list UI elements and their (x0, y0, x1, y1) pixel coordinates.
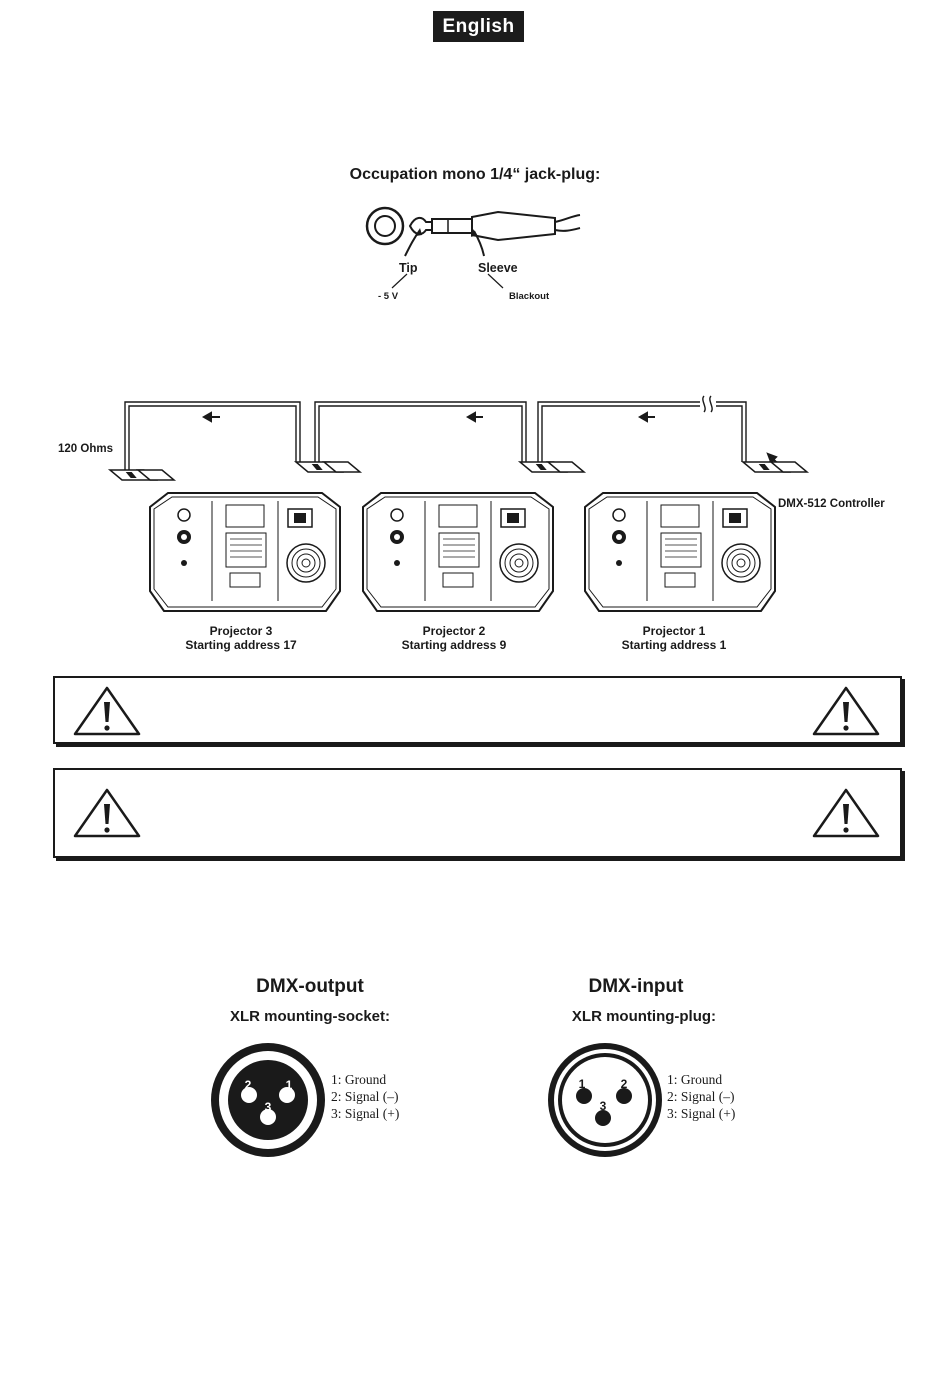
warning-box-1 (53, 676, 902, 744)
sleeve-label: Sleeve (478, 261, 518, 275)
svg-text:1: 1 (579, 1077, 586, 1091)
pin-description: 2: Signal (–) (331, 1089, 399, 1104)
svg-text:3: 3 (265, 1100, 272, 1114)
warning-triangle-icon (73, 686, 141, 736)
warning-box-2 (53, 768, 902, 858)
tip-value: - 5 V (378, 291, 399, 302)
projector-name: Projector 3 (209, 624, 273, 638)
jack-callout-lines (391, 273, 504, 289)
warning-triangle-icon (812, 788, 880, 838)
svg-text:3: 3 (600, 1099, 607, 1113)
controller-label: DMX-512 Controller (778, 498, 885, 510)
tip-label: Tip (399, 261, 418, 275)
projector-name: Projector 2 (422, 624, 486, 638)
projector-address: Starting address 1 (621, 638, 727, 652)
dmx-output-subtitle: XLR mounting-socket: (230, 1008, 390, 1025)
projector-address: Starting address 17 (185, 638, 297, 652)
pin-description: 3: Signal (+) (331, 1106, 400, 1121)
projector-name: Projector 1 (642, 624, 706, 638)
warning-triangle-icon (812, 686, 880, 736)
svg-text:2: 2 (245, 1078, 252, 1092)
xlr-plug-icon: 1 2 3 (548, 1043, 662, 1157)
projector-3-caption: Projector 3 Starting address 17 (141, 624, 341, 652)
pin-description: 1: Ground (667, 1072, 723, 1087)
projector-2-housing (362, 492, 554, 612)
dmx-input-subtitle: XLR mounting-plug: (571, 1008, 717, 1025)
dmx-input-pin-list: 1: Ground 2: Signal (–) 3: Signal (+) (667, 1071, 735, 1122)
dmx-output-title: DMX-output (256, 976, 364, 997)
projector-1-caption: Projector 1 Starting address 1 (574, 624, 774, 652)
language-badge: English (433, 11, 524, 42)
terminator-label: 120 Ohms (58, 443, 113, 455)
projector-address: Starting address 9 (401, 638, 507, 652)
dmx-chain-diagram (109, 395, 808, 612)
xlr-socket-icon: 2 1 3 (211, 1043, 325, 1157)
projector-2-caption: Projector 2 Starting address 9 (354, 624, 554, 652)
svg-text:2: 2 (621, 1077, 628, 1091)
jack-plug-title: Occupation mono 1/4“ jack-plug: (349, 166, 601, 183)
projector-1-housing (584, 492, 776, 612)
pin-description: 3: Signal (+) (667, 1106, 736, 1121)
dmx-input-title: DMX-input (588, 976, 684, 997)
dmx-output-pin-list: 1: Ground 2: Signal (–) 3: Signal (+) (331, 1071, 399, 1122)
svg-text:1: 1 (286, 1078, 293, 1092)
pin-description: 1: Ground (331, 1072, 387, 1087)
warning-triangle-icon (73, 788, 141, 838)
sleeve-value: Blackout (509, 291, 550, 302)
jack-plug-illustration (365, 206, 581, 257)
projector-3-housing (149, 492, 341, 612)
pin-description: 2: Signal (–) (667, 1089, 735, 1104)
